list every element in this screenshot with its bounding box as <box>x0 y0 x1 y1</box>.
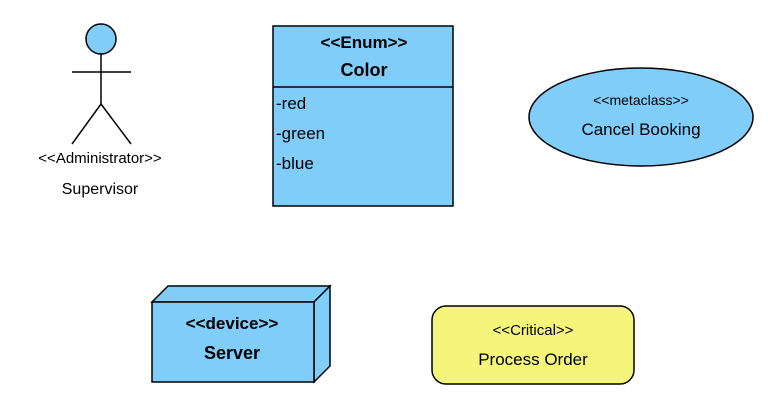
node-name: Server <box>203 343 261 363</box>
actor-head <box>85 23 117 55</box>
device-node-box[interactable] <box>150 284 332 384</box>
node-stereotype: <<device>> <box>185 314 279 333</box>
actor-right-leg <box>100 103 132 145</box>
use-case-name: Cancel Booking <box>581 120 701 139</box>
actor-stereotype: <<Administrator>> <box>38 150 162 167</box>
use-case-ellipse[interactable] <box>528 67 754 167</box>
enum-name: Color <box>340 60 388 80</box>
enum-class-box[interactable] <box>272 25 454 207</box>
enum-literal-green: -green <box>276 124 326 143</box>
actor-name: Supervisor <box>61 181 139 198</box>
node-top-face <box>150 285 332 303</box>
node-front-face <box>151 301 315 383</box>
enum-literal-red: -red <box>276 94 307 113</box>
actor-left-leg <box>71 103 102 145</box>
node-side-face <box>313 284 331 384</box>
enum-stereotype: <<Enum>> <box>320 33 408 52</box>
critical-name: Process Order <box>478 350 588 369</box>
use-case-stereotype: <<metaclass>> <box>593 92 689 108</box>
critical-rounded-box[interactable] <box>431 305 635 385</box>
critical-stereotype: <<Critical>> <box>492 322 574 339</box>
actor-stick-figure-icon[interactable] <box>71 23 132 145</box>
enum-literal-blue: -blue <box>276 154 314 173</box>
